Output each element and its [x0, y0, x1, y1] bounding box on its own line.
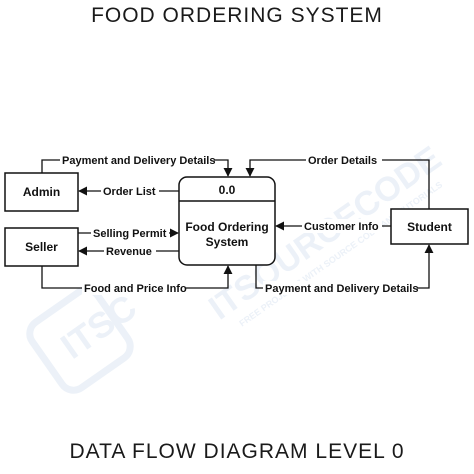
flow-selling-permit: Selling Permit — [78, 226, 179, 240]
entity-admin-label: Admin — [23, 185, 60, 199]
entity-seller[interactable]: Seller — [4, 227, 79, 267]
flow-order-details-label: Order Details — [308, 155, 377, 167]
flow-payment-delivery-top-label: Payment and Delivery Details — [62, 155, 215, 167]
process-food-ordering[interactable]: 0.0 Food Ordering System — [178, 176, 276, 266]
flow-customer-info: Customer Info — [275, 219, 391, 233]
flow-order-list-label: Order List — [103, 186, 156, 198]
flow-order-list: Order List — [78, 184, 179, 198]
flow-selling-permit-label: Selling Permit — [93, 228, 167, 240]
entity-seller-label: Seller — [25, 240, 58, 254]
flow-food-price-info-label: Food and Price Info — [84, 283, 187, 295]
diagram-subtitle: DATA FLOW DIAGRAM LEVEL 0 — [69, 440, 405, 463]
flow-food-price-info: Food and Price Info — [41, 265, 233, 295]
flow-payment-delivery-top: Payment and Delivery Details — [41, 153, 233, 177]
flow-payment-delivery-bottom: Payment and Delivery Details — [255, 244, 434, 295]
watermark-logo-icon: ITSC — [26, 286, 144, 394]
diagram-title: FOOD ORDERING SYSTEM — [91, 4, 383, 27]
process-name-line1: Food Ordering — [185, 220, 268, 234]
entity-admin[interactable]: Admin — [4, 172, 79, 212]
entity-student-label: Student — [407, 220, 452, 234]
entity-student[interactable]: Student — [390, 208, 469, 245]
flow-customer-info-label: Customer Info — [304, 221, 379, 233]
process-id: 0.0 — [219, 183, 236, 197]
flow-order-details: Order Details — [245, 153, 430, 209]
process-name-line2: System — [206, 235, 249, 249]
flow-revenue: Revenue — [78, 244, 179, 258]
flow-revenue-label: Revenue — [106, 246, 152, 258]
flow-payment-delivery-bottom-label: Payment and Delivery Details — [265, 283, 418, 295]
